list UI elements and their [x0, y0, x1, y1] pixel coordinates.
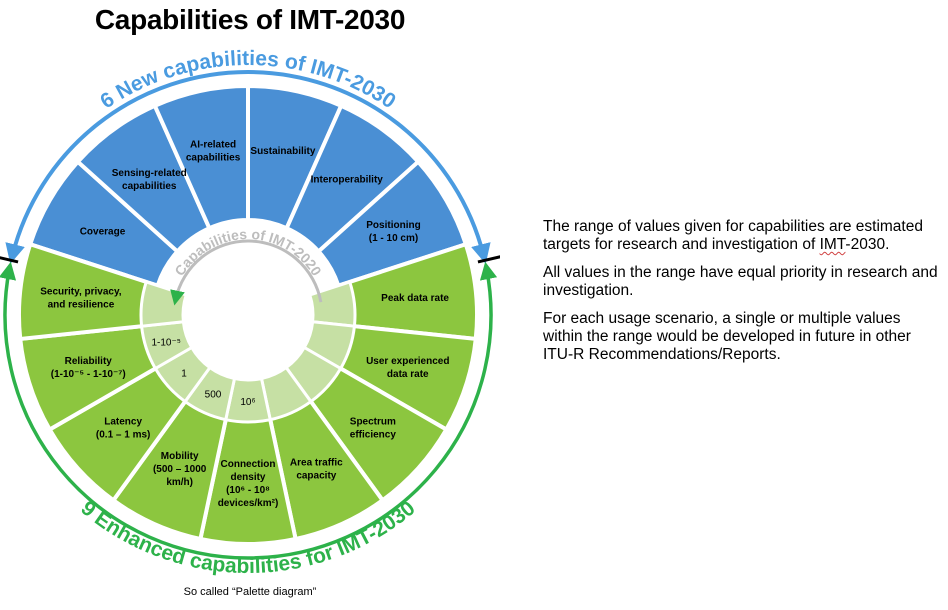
note-paragraph-2: All values in the range have equal prior… [543, 264, 938, 299]
arc-separator [0, 256, 19, 264]
imt-2020-value: 1 [181, 369, 187, 380]
imt-2020-value: 500 [205, 390, 222, 401]
enhanced-capabilities-arrow [0, 261, 498, 560]
undefined-capability-label: Positioning(1 - 10 cm) [366, 220, 420, 244]
undefined-capability-label: Sustainability [250, 146, 315, 157]
note-paragraph-3: For each usage scenario, a single or mul… [543, 310, 911, 363]
hub-circle [183, 250, 313, 380]
undefined-capability-label: Latency(0.1 – 1 ms) [96, 416, 150, 440]
diagram-caption: So called “Palette diagram” [183, 586, 317, 598]
arc-separator [477, 255, 500, 264]
notes-panel: The range of values given for capabiliti… [543, 218, 943, 374]
undefined-capability-label: Security, privacy,and resilience [40, 286, 122, 310]
undefined-capability-label: Coverage [80, 227, 126, 238]
outer-arrows [0, 70, 500, 560]
imt-2020-value: 10⁶ [240, 397, 255, 408]
page-title: Capabilities of IMT-2030 [94, 4, 406, 35]
imt-2020-ring [139, 239, 357, 424]
new-capabilities-arrow [5, 70, 491, 264]
undefined-capability-label: Reliability(1-10⁻⁵ - 1-10⁻⁷) [51, 356, 126, 380]
note-paragraph-1: The range of values given for capabiliti… [543, 218, 923, 253]
imt-2020-arrow [170, 239, 323, 306]
undefined-capability-label: Interoperability [311, 175, 384, 186]
imt-2020-value: 1-10⁻⁵ [151, 338, 180, 349]
capability-segments [17, 83, 479, 546]
undefined-capability-label: Peak data rate [381, 293, 449, 304]
